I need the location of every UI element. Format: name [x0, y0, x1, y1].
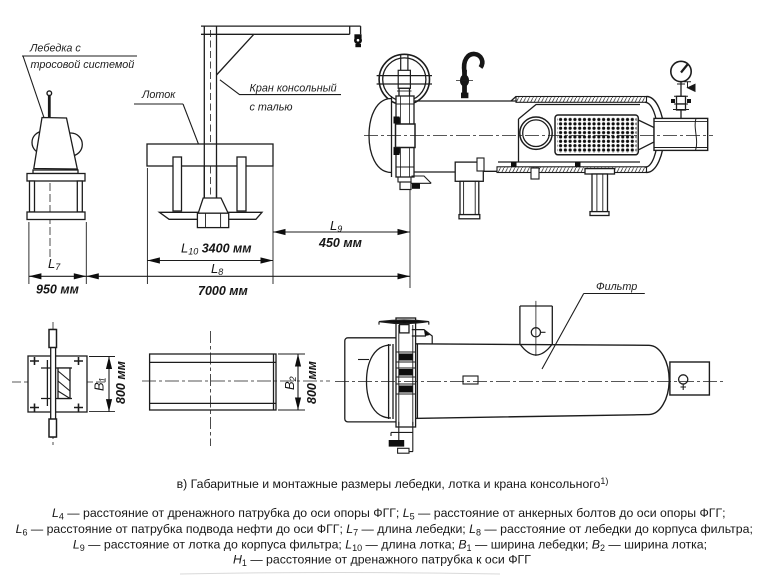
svg-text:L4 — расстояние от дренажного: L4 — расстояние от дренажного патрубка д…	[52, 506, 726, 522]
svg-text:L8: L8	[211, 261, 223, 277]
svg-text:L6 — расстояние от патрубка по: L6 — расстояние от патрубка подвода нефт…	[16, 522, 753, 538]
svg-text:Лебедка с: Лебедка с	[29, 43, 81, 55]
svg-text:Кран консольный: Кран консольный	[250, 83, 337, 95]
svg-text:с талью: с талью	[250, 102, 293, 114]
svg-text:тросовой системой: тросовой системой	[31, 59, 135, 71]
svg-text:950 мм: 950 мм	[36, 283, 79, 297]
svg-text:800 мм: 800 мм	[114, 361, 128, 404]
svg-text:800 мм: 800 мм	[305, 361, 319, 404]
svg-text:L7: L7	[48, 256, 61, 272]
svg-text:B1: B1	[92, 377, 108, 391]
svg-text:H1 — расстояние от дренажного: H1 — расстояние от дренажного патрубка к…	[233, 553, 531, 569]
svg-text:L10 3400 мм: L10 3400 мм	[181, 241, 252, 257]
svg-text:в) Габаритные и монтажные разм: в) Габаритные и монтажные размеры лебедк…	[177, 476, 609, 491]
svg-text:450 мм: 450 мм	[318, 236, 362, 250]
svg-text:B2: B2	[282, 376, 298, 390]
svg-text:7000 мм: 7000 мм	[198, 284, 248, 298]
svg-text:Фильтр: Фильтр	[596, 281, 637, 293]
svg-text:L9: L9	[330, 218, 342, 234]
svg-text:L9 — расстояние от лотка до ко: L9 — расстояние от лотка до корпуса филь…	[73, 538, 707, 554]
svg-text:Лоток: Лоток	[141, 89, 176, 101]
